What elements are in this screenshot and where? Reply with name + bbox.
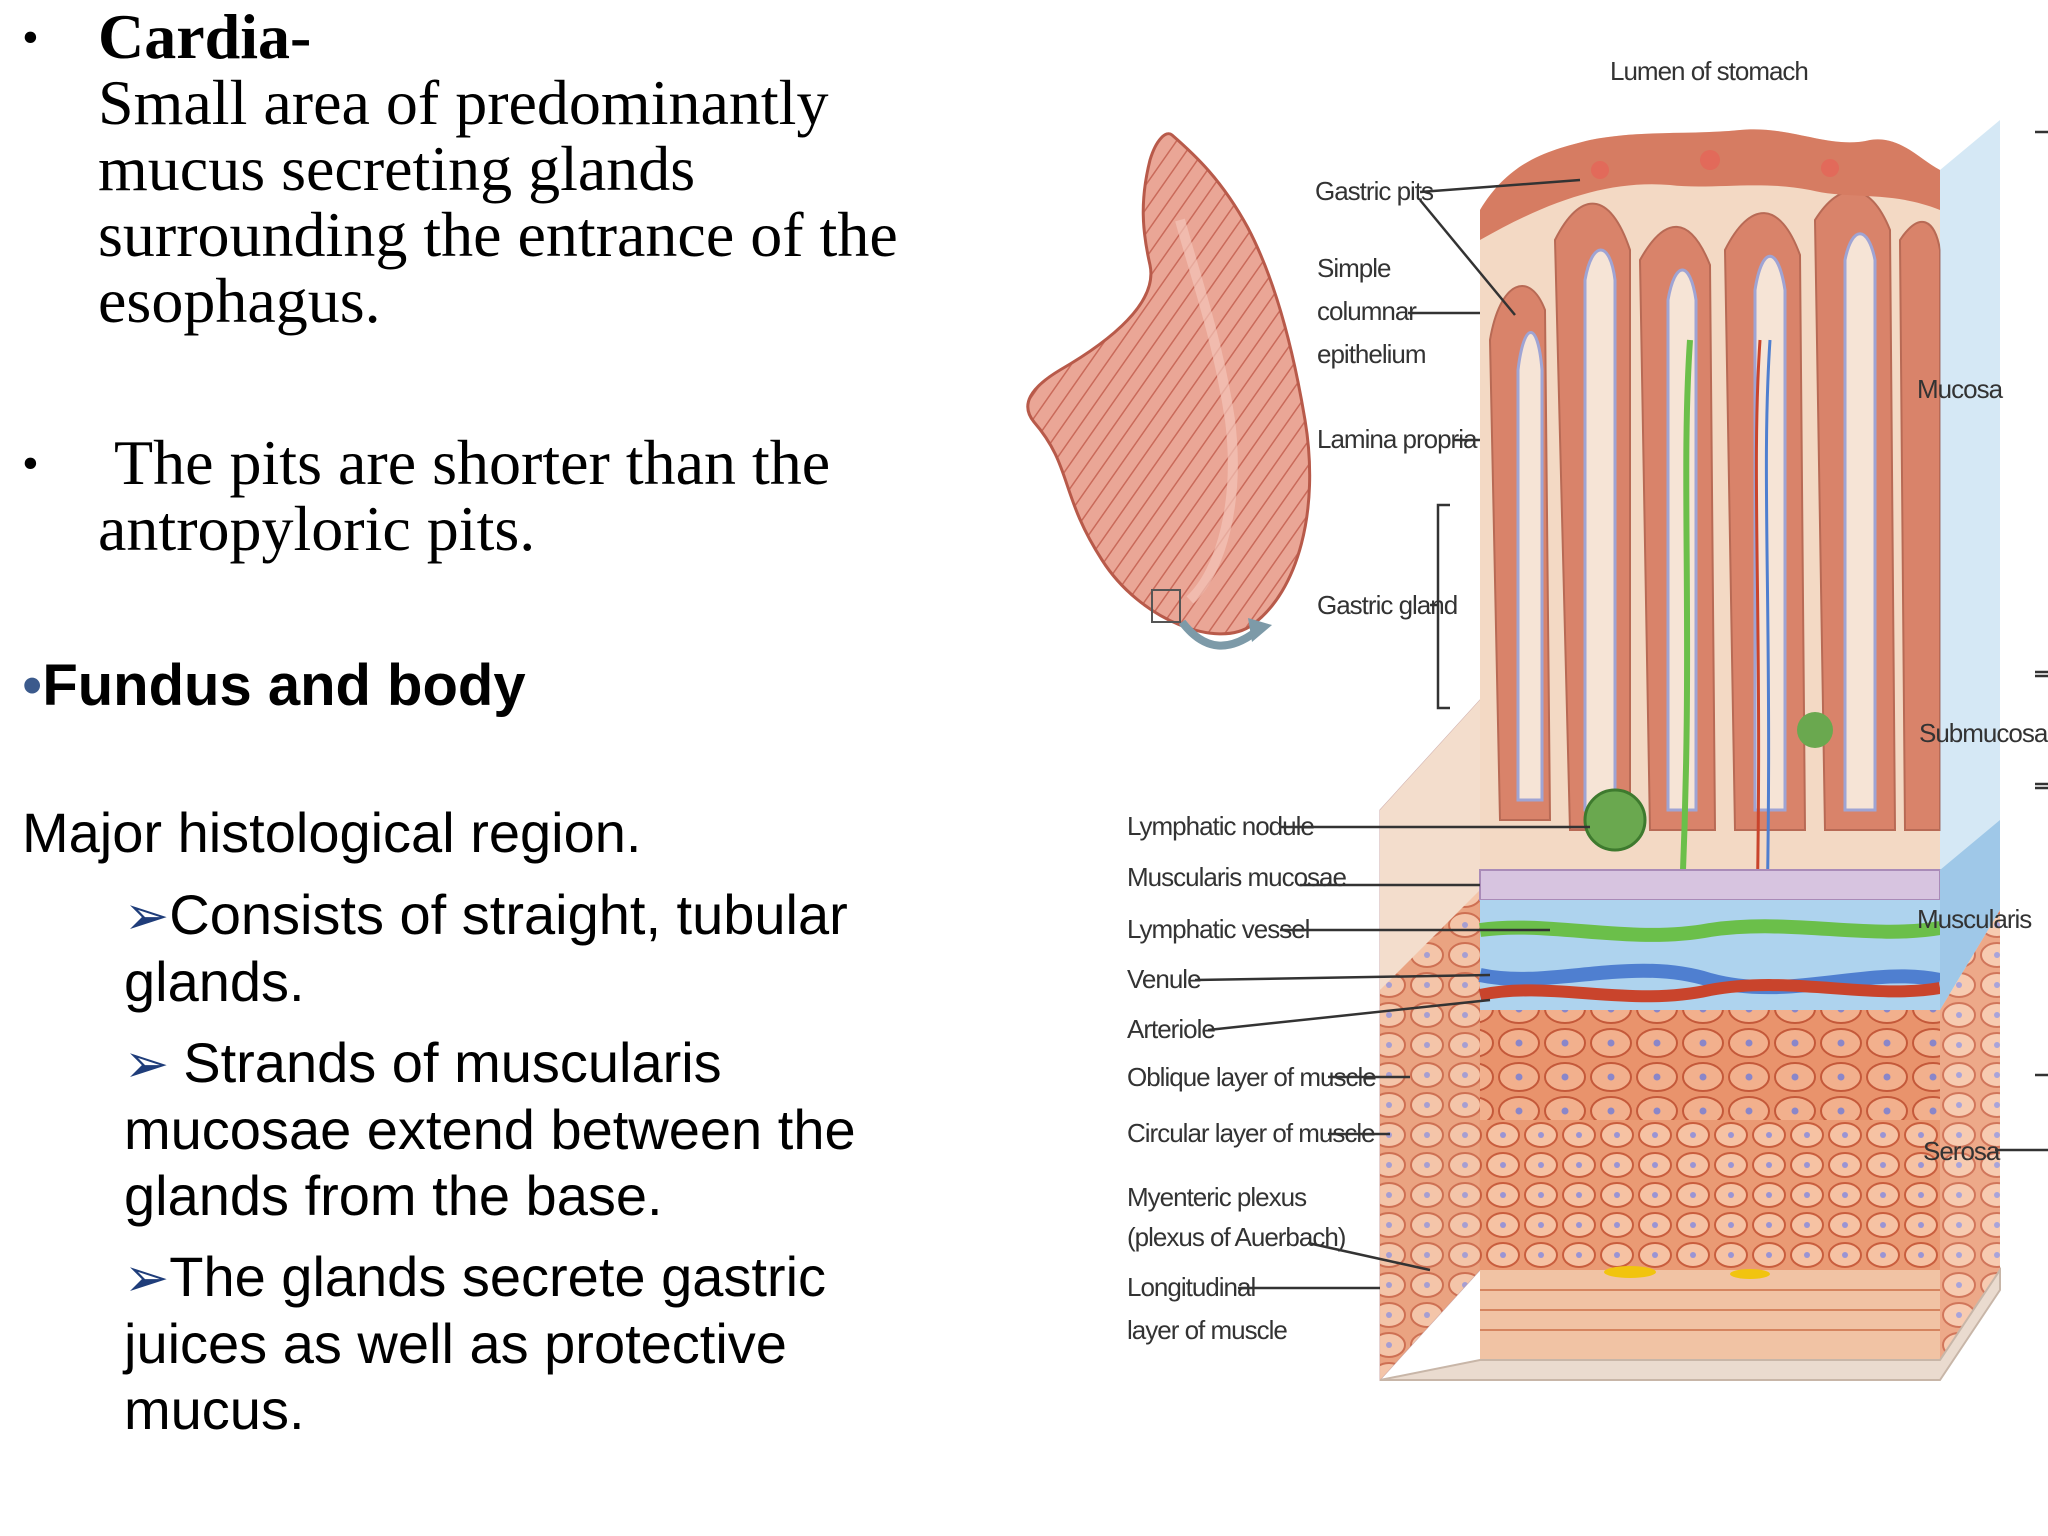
label-muscularis: Muscularis [1917, 904, 2032, 934]
pits-line-2: antropyloric pits. [98, 493, 536, 564]
fundus-heading: •Fundus and body [22, 652, 526, 719]
label-lamina-propria: Lamina propria [1317, 424, 1478, 454]
fundus-title: Fundus and body [42, 653, 526, 718]
label-venule: Venule [1127, 964, 1201, 994]
stomach-wall-diagram: Lumen of stomach Gastric pits Simple col… [1026, 56, 2048, 1382]
sub-bullet-3-line-1: The glands secrete gastric [169, 1245, 827, 1308]
circular-muscle-layer [1480, 1120, 1940, 1270]
layer-brackets [1995, 130, 2048, 1152]
major-region: Major histological region. [22, 801, 642, 864]
cardia-title: Cardia- [98, 1, 312, 72]
label-lumen: Lumen of stomach [1610, 56, 1808, 86]
bullet-dot: • [22, 11, 39, 64]
sub-bullet-3-line-2: juices as well as protective [124, 1312, 787, 1375]
cardia-line-2: mucus secreting glands [98, 133, 696, 204]
cardia-line-1: Small area of predominantly [98, 67, 829, 138]
arrow-bullet-icon: ➢ [124, 1248, 170, 1308]
sub-bullet-2: ➢Strands of muscularis mucosae extend be… [124, 1030, 964, 1229]
label-serosa: Serosa [1923, 1136, 2001, 1166]
label-circular-muscle: Circular layer of muscle [1127, 1118, 1375, 1148]
sub-bullet-3-line-3: mucus. [124, 1378, 305, 1441]
label-longitudinal-2: layer of muscle [1127, 1315, 1287, 1345]
leader-lines [1194, 178, 1590, 1290]
label-gastric-pits: Gastric pits [1315, 176, 1434, 206]
label-epithelium-3: epithelium [1317, 339, 1426, 369]
sub-bullet-1-line-2: glands. [124, 950, 305, 1013]
label-gastric-gland: Gastric gland [1317, 590, 1457, 620]
sub-bullet-2-line-1: Strands of muscularis [183, 1031, 722, 1094]
mucosa-layer [1480, 129, 1941, 1001]
label-myenteric-plexus-1: Myenteric plexus [1127, 1182, 1307, 1212]
bullet-dot: • [22, 653, 43, 718]
label-submucosa: Submucosa [1919, 718, 2048, 748]
longitudinal-muscle-layer [1480, 1270, 1940, 1360]
oblique-muscle-layer [1480, 1010, 1940, 1120]
label-oblique-muscle: Oblique layer of muscle [1127, 1062, 1376, 1092]
cardia-line-4: esophagus. [98, 265, 381, 336]
figure-labels: Lumen of stomach Gastric pits Simple col… [1127, 56, 2048, 1345]
bullet-dot: • [22, 437, 39, 490]
sub-bullet-2-line-3: glands from the base. [124, 1164, 663, 1227]
label-myenteric-plexus-2: (plexus of Auerbach) [1127, 1222, 1346, 1252]
stomach-wall-figure: Lumen of stomach Gastric pits Simple col… [990, 40, 2048, 1420]
label-longitudinal-1: Longitudinal [1127, 1272, 1255, 1302]
cardia-line-3: surrounding the entrance of the [98, 199, 898, 270]
sub-bullet-3: ➢The glands secrete gastric juices as we… [124, 1244, 964, 1443]
label-arteriole: Arteriole [1127, 1014, 1215, 1044]
serosa-layer [1379, 1266, 2001, 1381]
sub-bullet-1: ➢Consists of straight, tubular glands. [124, 882, 964, 1015]
stomach-icon [1026, 132, 1312, 650]
label-lymphatic-vessel: Lymphatic vessel [1127, 914, 1310, 944]
sub-bullet-2-line-2: mucosae extend between the [124, 1098, 856, 1161]
arrow-bullet-icon: ➢ [124, 886, 170, 946]
label-epithelium-2: columnar [1317, 296, 1417, 326]
muscularis-mucosae-band [1479, 869, 1941, 901]
label-epithelium-1: Simple [1317, 253, 1391, 283]
label-mucosa: Mucosa [1917, 374, 2004, 404]
arrow-bullet-icon: ➢ [124, 1034, 170, 1094]
label-lymphatic-nodule: Lymphatic nodule [1127, 811, 1314, 841]
pits-line-1: The pits are shorter than the [114, 427, 831, 498]
label-muscularis-mucosae: Muscularis mucosae [1127, 862, 1347, 892]
sub-bullet-1-line-1: Consists of straight, tubular [169, 883, 848, 946]
